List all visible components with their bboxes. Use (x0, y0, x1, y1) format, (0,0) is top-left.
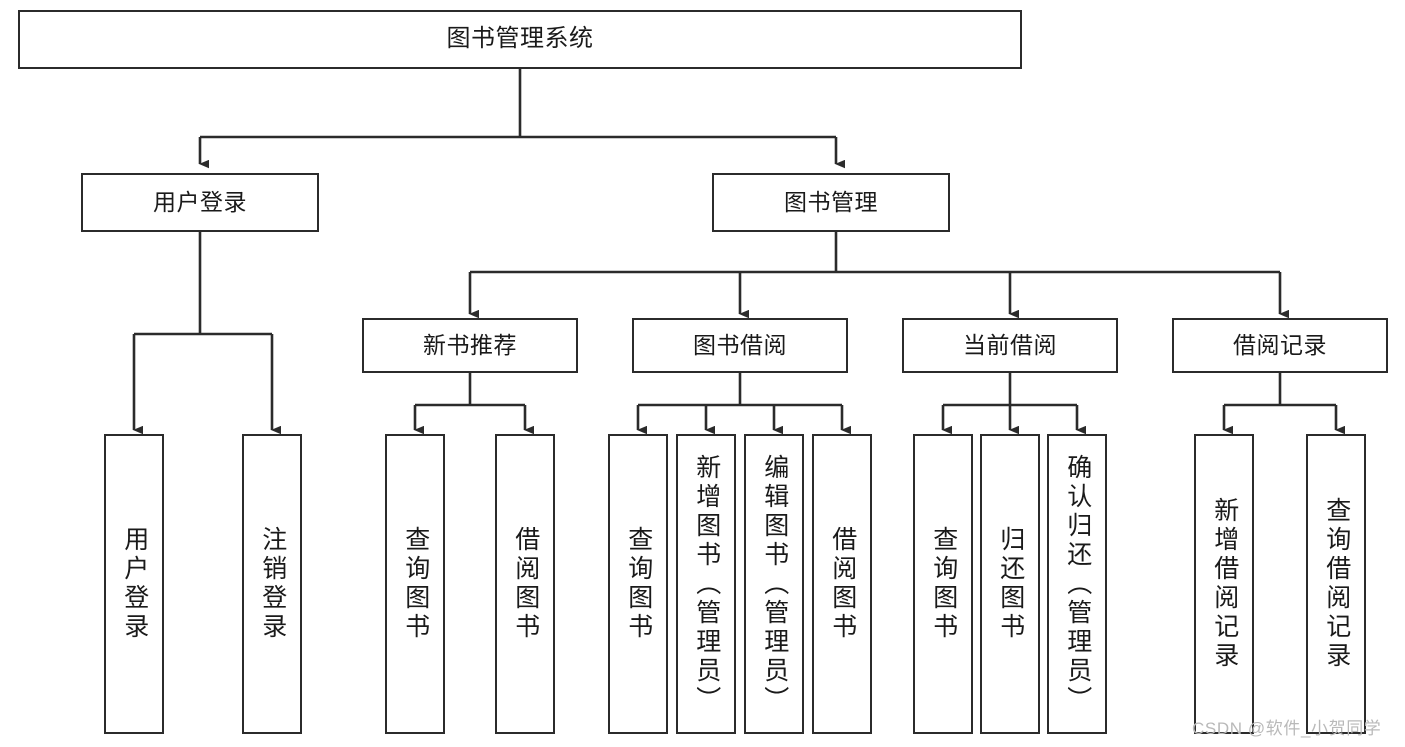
node-leaf-query-book-1[interactable]: 查询图书 (385, 434, 445, 734)
node-user-login[interactable]: 用户登录 (81, 173, 319, 232)
node-current-borrow[interactable]: 当前借阅 (902, 318, 1118, 373)
node-label: 注销登录 (258, 526, 287, 642)
node-label: 查询图书 (624, 526, 653, 642)
csdn-watermark: CSDN @软件_小贺同学 (1192, 719, 1382, 738)
node-leaf-query-record[interactable]: 查询借阅记录 (1306, 434, 1366, 734)
node-leaf-return-book[interactable]: 归还图书 (980, 434, 1040, 734)
node-leaf-logout[interactable]: 注销登录 (242, 434, 302, 734)
node-book-management[interactable]: 图书管理 (712, 173, 950, 232)
node-leaf-edit-book[interactable]: 编辑图书（管理员） (744, 434, 804, 734)
node-label: 新增图书（管理员） (692, 453, 721, 715)
node-label: 编辑图书（管理员） (760, 453, 789, 715)
node-label: 用户登录 (153, 188, 247, 215)
node-leaf-add-book[interactable]: 新增图书（管理员） (676, 434, 736, 734)
node-new-book-recommendation[interactable]: 新书推荐 (362, 318, 578, 373)
node-leaf-query-book-3[interactable]: 查询图书 (913, 434, 973, 734)
node-label: 确认归还（管理员） (1063, 453, 1092, 715)
node-label: 借阅图书 (828, 526, 857, 642)
node-book-management-system[interactable]: 图书管理系统 (18, 10, 1022, 69)
node-label: 图书管理系统 (446, 25, 594, 53)
node-label: 借阅图书 (511, 526, 540, 642)
node-label: 图书借阅 (693, 331, 787, 358)
node-label: 新书推荐 (423, 331, 517, 358)
node-leaf-borrow-book-2[interactable]: 借阅图书 (812, 434, 872, 734)
node-label: 归还图书 (996, 526, 1025, 642)
node-label: 查询图书 (401, 526, 430, 642)
node-label: 借阅记录 (1233, 331, 1327, 358)
node-book-borrow[interactable]: 图书借阅 (632, 318, 848, 373)
node-label: 当前借阅 (963, 331, 1057, 358)
node-label: 用户登录 (120, 526, 149, 642)
node-leaf-borrow-book-1[interactable]: 借阅图书 (495, 434, 555, 734)
node-label: 查询借阅记录 (1322, 497, 1351, 671)
node-leaf-confirm-return[interactable]: 确认归还（管理员） (1047, 434, 1107, 734)
node-borrow-record[interactable]: 借阅记录 (1172, 318, 1388, 373)
node-leaf-add-record[interactable]: 新增借阅记录 (1194, 434, 1254, 734)
node-label: 查询图书 (929, 526, 958, 642)
node-label: 新增借阅记录 (1210, 497, 1239, 671)
node-label: 图书管理 (784, 188, 878, 215)
node-leaf-query-book-2[interactable]: 查询图书 (608, 434, 668, 734)
node-leaf-user-login[interactable]: 用户登录 (104, 434, 164, 734)
